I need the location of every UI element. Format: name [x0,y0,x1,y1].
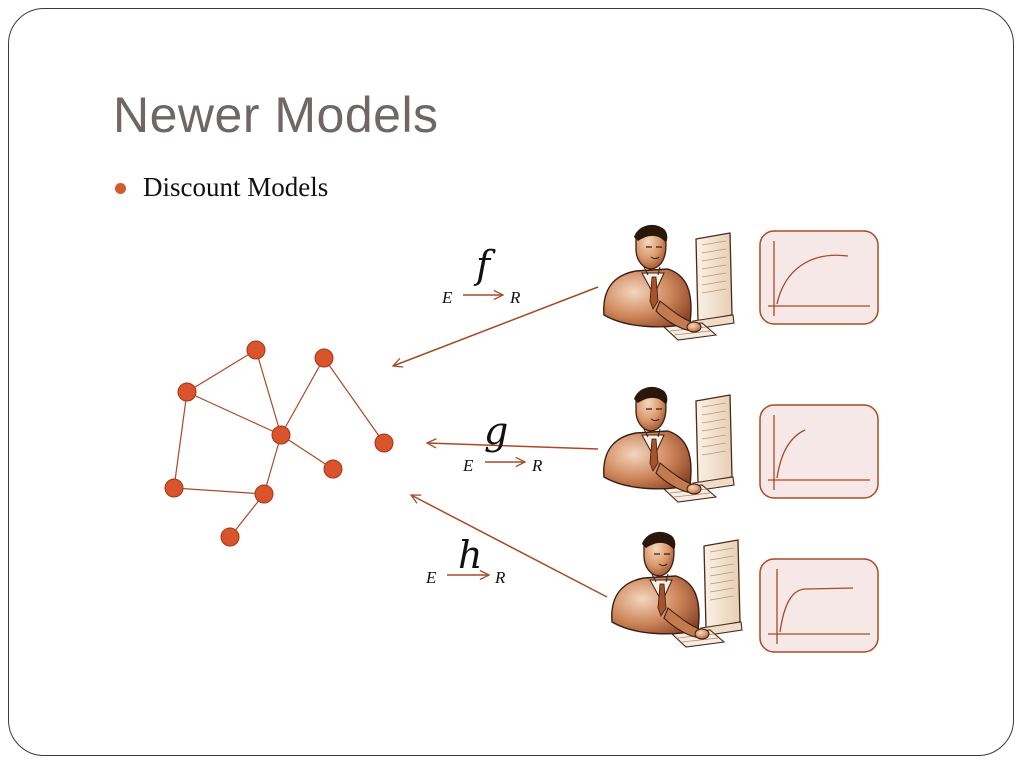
graph-node [177,382,197,402]
graph-edge [186,349,257,393]
discount-curve-panel-medium [759,404,879,499]
graph-node [314,348,334,368]
mapping-f: f E R [441,243,521,307]
graph-node [374,433,394,453]
bullet-item: Discount Models [115,172,328,203]
codomain-label: R [494,568,506,587]
graph-edges [173,349,385,538]
arrow-g [427,443,599,450]
discount-curve-panel-fast [759,558,879,653]
mapping-h: h E R [425,533,506,587]
graph-edge [280,434,334,470]
domain-label: E [425,568,437,587]
domain-label: E [441,288,453,307]
graph-node [271,425,291,445]
function-label: f [473,243,496,287]
person-at-computer-icon [603,224,735,341]
graph-node [164,478,184,498]
function-label: h [458,533,482,577]
function-label: g [484,409,508,453]
codomain-label: R [509,288,521,307]
mapping-g: g E R [462,409,543,475]
graph-edge [255,349,282,436]
arrow-f [393,286,599,366]
arrow-h [411,494,608,598]
graph-edge [186,391,282,436]
discount-curve [776,429,806,479]
domain-label: E [462,456,474,475]
bullet-dot [115,183,126,194]
person-at-computer-icon [603,386,735,503]
person-at-computer-icon [611,531,743,648]
discount-curve [779,587,854,633]
graph-nodes [164,340,394,547]
graph-edge [280,357,325,436]
graph-edge [323,357,385,444]
graph-node [246,340,266,360]
discount-curve [776,254,849,305]
codomain-label: R [531,456,543,475]
graph-node [254,484,274,504]
network-graph [164,340,394,547]
graph-edge [173,391,188,489]
graph-node [323,459,343,479]
graph-edge [263,434,282,495]
graph-node [220,527,240,547]
graph-edge [173,487,265,495]
slide-title: Newer Models [113,87,439,143]
bullet-text: Discount Models [143,172,329,202]
discount-curve-panel-slow [759,230,879,325]
